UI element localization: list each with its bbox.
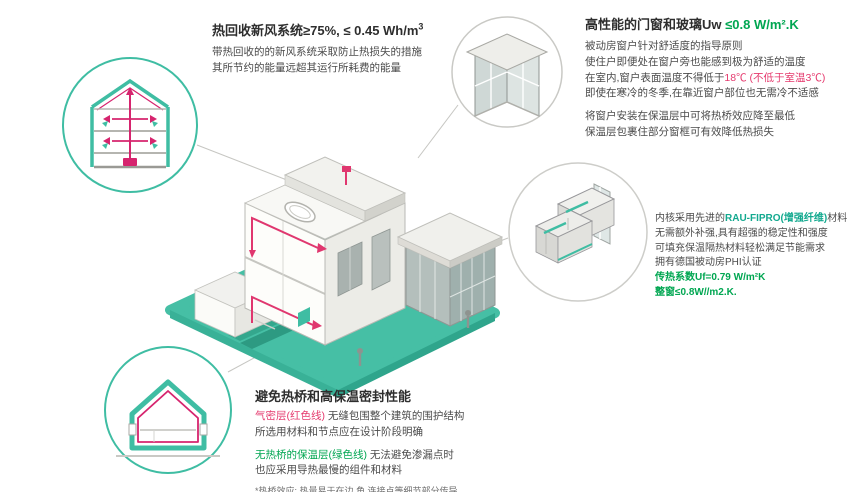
- thermal-section-icon: [104, 346, 232, 474]
- thermal-footnote: *热桥效应: 热量易于在边,角,连接点等细节部分传导: [255, 486, 458, 492]
- thermal-line4: 也应采用导热最慢的组件和材料: [255, 464, 402, 477]
- thermal-line3: 无热桥的保温层(绿色线) 无法避免渗漏点时: [255, 448, 464, 464]
- thermal-line3-text: 无法避免渗漏点时: [367, 448, 454, 461]
- profile-line1-post: 材料: [827, 213, 848, 224]
- ventilation-section-icon: [62, 57, 198, 193]
- ventilation-line1: 带热回收的的新风系统采取防止热损失的措施: [212, 46, 422, 58]
- airtight-line: [137, 390, 199, 443]
- ventilation-callout: 热回收新风系统≥75%, ≤ 0.45 Wh/m3 带热回收的的新风系统采取防止…: [212, 20, 423, 77]
- windows-line2: 使住户即便处在窗户旁也能感到极为舒适的温度: [585, 55, 806, 68]
- glass-wing: [396, 212, 504, 327]
- bathtub: [284, 201, 316, 223]
- windows-line3: 在室内,窗户表面温度不得低于18℃ (不低于室温3℃): [585, 71, 825, 87]
- ventilation-ducts: [251, 216, 319, 326]
- thermal-line1: 气密层(红色线) 无缝包围整个建筑的围护结构: [255, 409, 464, 425]
- profile-line1-material: RAU-FIPRO(增强纤维): [725, 213, 828, 224]
- windows-title-value: ≤0.8 W/m².K: [725, 17, 799, 32]
- ventilation-line2: 其所节约的能量远超其运行所耗费的能量: [212, 61, 401, 74]
- profile-line6: 整窗≤0.8W//m2.K.: [655, 286, 737, 298]
- windows-line6: 保温层包裹住部分窗框可有效降低热损失: [585, 125, 774, 138]
- profile-line1: 内核采用先进的RAU-FIPRO(增强纤维)材料: [655, 212, 847, 227]
- profile-line3: 可填充保温隔热材料轻松满足节能需求: [655, 242, 825, 254]
- ventilation-title-text: 热回收新风系统≥75%, ≤ 0.45 Wh/m: [212, 23, 419, 38]
- wing-roof: [396, 212, 504, 269]
- windows-line3-value: 18℃ (不低于室温3℃): [724, 71, 826, 84]
- profile-line5: 传热系数Uf=0.79 W/m²K: [655, 272, 766, 284]
- thermal-title: 避免热桥和高保温密封性能: [255, 389, 412, 404]
- profile-line4: 拥有德国被动房PHI认证: [655, 257, 762, 269]
- profile-line1-pre: 内核采用先进的: [655, 213, 725, 224]
- windows-title: 高性能的门窗和玻璃Uw ≤0.8 W/m².K: [585, 14, 825, 33]
- windows-line3-text: 在室内,窗户表面温度不得低于: [585, 71, 725, 84]
- person-figure: [357, 310, 471, 366]
- windows-line1: 被动房窗户针对舒适度的指导原则: [585, 40, 743, 52]
- ventilation-title-sup: 3: [418, 21, 424, 32]
- profile-callout: 内核采用先进的RAU-FIPRO(增强纤维)材料 无需额外补强,具有超强的稳定性…: [655, 212, 847, 301]
- main-block: [244, 156, 407, 346]
- facade-door: [371, 228, 391, 291]
- corner-window-icon: [451, 16, 563, 128]
- thermal-line1-label: 气密层(红色线): [255, 410, 325, 422]
- windows-line4: 即使在寒冷的冬季,在靠近窗户部位也无需冷不适感: [585, 87, 819, 100]
- window-profile-icon: [508, 162, 648, 302]
- windows-line5: 将窗户安装在保温层中可将热桥效应降至最低: [585, 110, 795, 122]
- ventilation-title: 热回收新风系统≥75%, ≤ 0.45 Wh/m3: [212, 20, 423, 39]
- main-house-illustration: [165, 156, 504, 398]
- hrv-unit: [298, 307, 310, 327]
- thermal-callout: 避免热桥和高保温密封性能 气密层(红色线) 无缝包围整个建筑的围护结构 所选用材…: [255, 386, 464, 492]
- thermal-line3-label: 无热桥的保温层(绿色线): [255, 448, 367, 461]
- profile-line2: 无需额外补强,具有超强的稳定性和强度: [655, 227, 828, 239]
- windows-title-text: 高性能的门窗和玻璃Uw: [585, 17, 726, 32]
- windows-callout: 高性能的门窗和玻璃Uw ≤0.8 W/m².K 被动房窗户针对舒适度的指导原则 …: [585, 14, 825, 141]
- thermal-line2: 所选用材料和节点应在设计阶段明确: [255, 425, 423, 438]
- thermal-line1-text: 无缝包围整个建筑的围护结构: [325, 410, 465, 422]
